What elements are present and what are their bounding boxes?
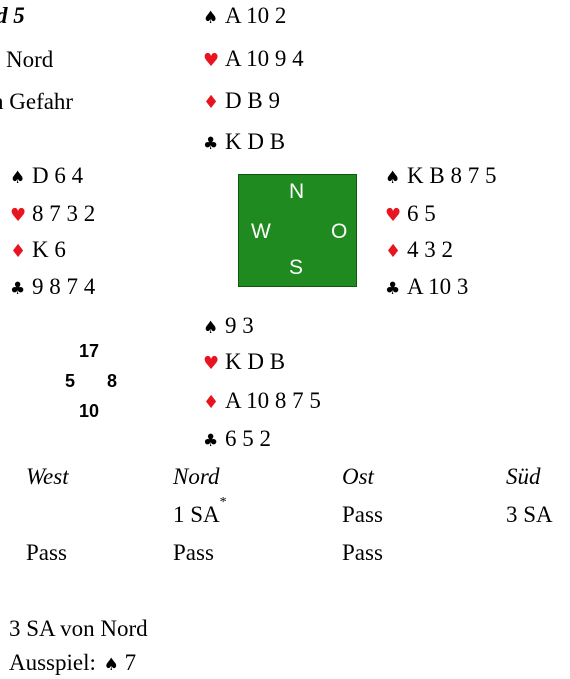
west-hearts: 8 7 3 2 [32,201,96,226]
south-hearts: K D B [225,349,286,374]
spade-icon: ♠ [203,8,219,28]
east-spades: K B 8 7 5 [407,163,497,188]
auction-bid: Pass [342,502,383,527]
diamond-icon: ♦ [203,392,220,413]
auction-bid: 3 SA [506,502,553,527]
north-clubs: K D B [225,129,286,154]
north-diamonds: D B 9 [225,88,280,113]
heart-icon: ♥ [10,205,27,226]
club-icon: ♣ [385,279,401,299]
auction-bid: Pass [342,540,383,565]
alert-mark: * [219,495,227,510]
spade-icon: ♠ [203,318,219,338]
auction-bid: Pass [26,540,67,565]
lead-row: Ausspiel: ♠ 7 [9,649,136,679]
south-spades-row: ♠ 9 3 [203,312,254,342]
west-diamonds: K 6 [32,237,66,262]
club-icon: ♣ [10,279,26,299]
compass-table: N W O S [238,174,357,287]
west-clubs: 9 8 7 4 [32,274,96,299]
auction-bid-text: 1 SA [173,502,220,527]
spade-icon: ♠ [103,655,119,675]
hcp-west: 5 [65,371,76,391]
west-spades-row: ♠ D 6 4 [10,162,83,192]
south-diamonds: A 10 8 7 5 [225,388,321,413]
east-clubs: A 10 3 [407,274,469,299]
club-icon: ♣ [203,431,219,451]
hcp-east: 8 [107,371,118,391]
compass-north: N [289,180,305,203]
hcp-south: 10 [79,401,100,421]
north-spades-row: ♠ A 10 2 [203,2,286,32]
north-hearts: A 10 9 4 [225,46,304,71]
diamond-icon: ♦ [10,241,27,262]
heart-icon: ♥ [203,50,220,71]
east-hearts-row: ♥6 5 [385,200,436,230]
spade-icon: ♠ [385,168,401,188]
club-icon: ♣ [203,134,219,154]
west-diamonds-row: ♦K 6 [10,236,66,266]
compass-east: O [331,220,348,243]
spade-icon: ♠ [10,168,26,188]
lead-label: Ausspiel: [9,650,96,675]
east-diamonds-row: ♦4 3 2 [385,236,453,266]
south-hearts-row: ♥K D B [203,348,285,378]
south-clubs: 6 5 2 [225,426,271,451]
diamond-icon: ♦ [385,241,402,262]
east-clubs-row: ♣ A 10 3 [385,273,468,303]
east-spades-row: ♠ K B 8 7 5 [385,162,496,192]
auction-header-west: West [26,464,69,489]
lead-card: 7 [124,650,137,675]
south-clubs-row: ♣ 6 5 2 [203,425,271,455]
heart-icon: ♥ [203,353,220,374]
dealer-label: Nord [6,47,54,72]
north-spades: A 10 2 [225,3,287,28]
board-title: d 5 [0,3,25,28]
diamond-icon: ♦ [203,92,220,113]
auction-bid: Pass [173,540,214,565]
south-spades: 9 3 [225,313,254,338]
hcp-north: 17 [79,341,100,361]
auction-header-east: Ost [342,464,374,489]
compass-west: W [251,220,271,243]
south-diamonds-row: ♦A 10 8 7 5 [203,387,321,417]
west-spades: D 6 4 [32,163,84,188]
contract-label: 3 SA von Nord [9,616,148,641]
north-clubs-row: ♣ K D B [203,128,285,158]
auction-header-north: Nord [173,464,220,489]
west-clubs-row: ♣ 9 8 7 4 [10,273,95,303]
north-hearts-row: ♥A 10 9 4 [203,45,304,75]
auction-bid: 1 SA* [173,496,227,529]
west-hearts-row: ♥8 7 3 2 [10,200,95,230]
east-diamonds: 4 3 2 [407,237,453,262]
heart-icon: ♥ [385,205,402,226]
auction-header-south: Süd [506,464,541,489]
compass-south: S [289,256,304,279]
vulnerability-label: n Gefahr [0,89,74,114]
east-hearts: 6 5 [407,201,436,226]
north-diamonds-row: ♦D B 9 [203,87,280,117]
